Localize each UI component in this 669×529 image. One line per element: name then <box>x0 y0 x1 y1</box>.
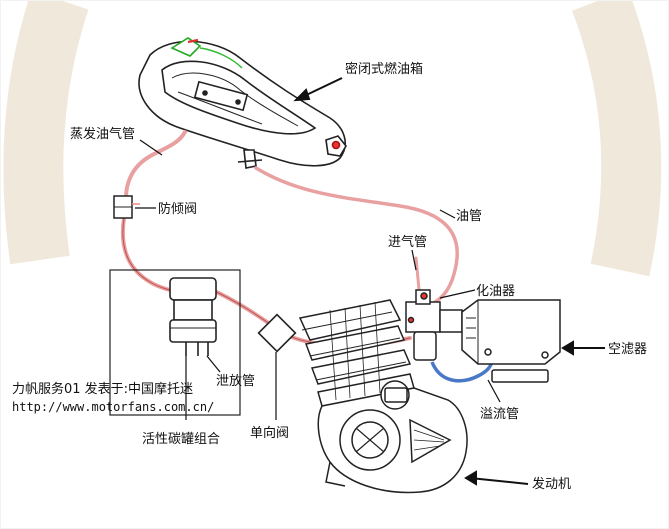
anti-tip-valve <box>113 195 140 219</box>
overflow-pipe <box>430 361 494 383</box>
label-fuel-pipe: 油管 <box>456 209 482 224</box>
label-overflow-pipe: 溢流管 <box>480 407 519 422</box>
vapor-pipe <box>124 130 187 200</box>
leader-overflow-pipe <box>487 379 501 403</box>
label-air-filter: 空滤器 <box>608 342 647 357</box>
label-canister-assembly: 活性碳罐组合 <box>142 432 220 447</box>
label-anti-tip-valve: 防倾阀 <box>158 201 197 217</box>
label-carburetor: 化油器 <box>476 284 515 299</box>
leader-sealed-tank <box>293 77 343 102</box>
leader-drain-pipe <box>206 355 221 373</box>
background-watermark-arcs <box>3 0 662 277</box>
canister-group-frame <box>109 269 241 416</box>
leader-carburetor <box>439 289 476 299</box>
check-valve <box>257 313 297 353</box>
air-filter <box>461 299 561 383</box>
label-sealed-tank: 密闭式燃油箱 <box>345 61 423 77</box>
leader-fuel-pipe <box>439 209 456 219</box>
label-vapor-pipe: 蒸发油气管 <box>70 126 135 142</box>
carburetor <box>405 289 463 361</box>
engine <box>298 299 468 494</box>
charcoal-canister <box>169 277 217 356</box>
leader-intake-pipe <box>411 249 417 271</box>
fuel-tank <box>138 37 347 169</box>
fuel-pipe <box>254 166 459 307</box>
label-drain-pipe: 泄放管 <box>216 374 255 389</box>
leader-vapor-pipe <box>139 139 163 156</box>
watermark-line-1: 力帆服务01 发表于:中国摩托迷 <box>12 381 193 397</box>
watermark-line-2: http://www.motorfans.com.cn/ <box>12 400 214 414</box>
label-intake-pipe: 进气管 <box>388 234 427 250</box>
leader-engine <box>464 470 529 486</box>
leader-air-filter <box>561 340 605 356</box>
label-engine: 发动机 <box>532 476 571 492</box>
label-check-valve: 单向阀 <box>250 425 289 441</box>
